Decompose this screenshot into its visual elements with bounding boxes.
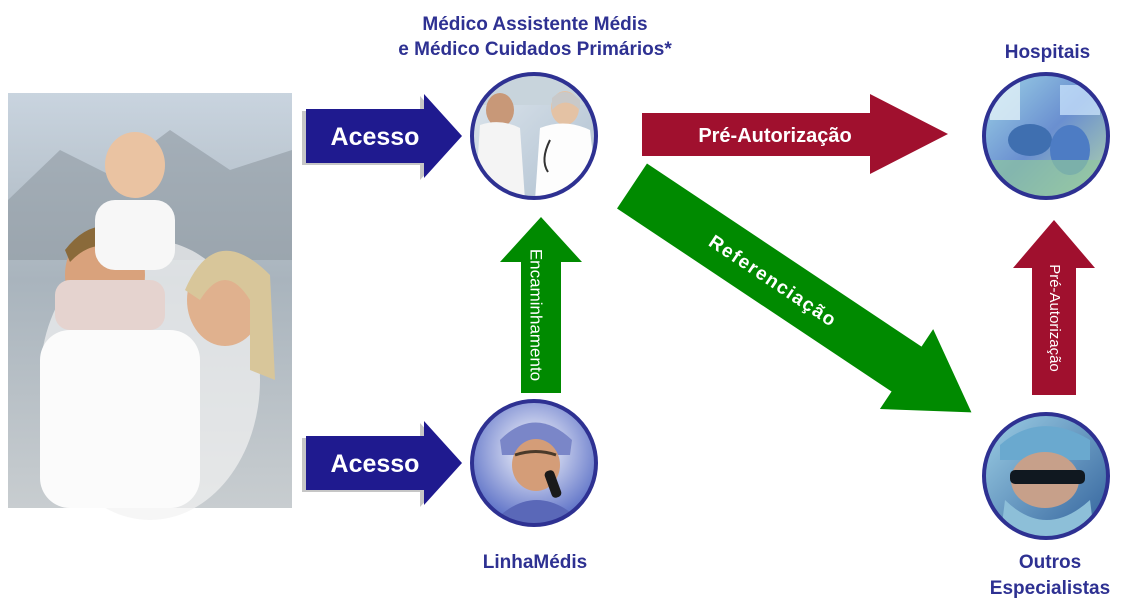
family-photo-icon [8,93,292,520]
hospitais-title: Hospitais [1004,42,1091,63]
referenciacao-arrow: Referenciação [617,163,972,413]
surgeon-photo-icon [982,412,1110,540]
linha-title: LinhaMédis [482,552,588,573]
nurse-phone-photo-icon [470,399,598,527]
hospital-surgery-photo-icon [982,72,1110,200]
acesso-bottom-label: Acesso [331,450,420,478]
acesso-bottom-arrow: Acesso [302,421,462,507]
encaminhamento-arrow: Encaminhamento [500,217,582,393]
pre-autorizacao-top-label: Pré-Autorização [698,125,851,147]
medico-title-line1: Médico Assistente Médis [422,14,648,35]
pre-autorizacao-top-arrow: Pré-Autorização [642,94,948,174]
encaminhamento-label: Encaminhamento [527,249,546,381]
pre-autorizacao-right-label: Pré-Autorização [1046,264,1063,372]
medico-title: Médico Assistente Médis e Médico Cuidado… [330,12,740,62]
acesso-top-arrow: Acesso [302,94,462,180]
especialistas-title-line1: Outros [1018,552,1082,573]
medico-title-line2: e Médico Cuidados Primários* [398,39,672,60]
doctor-consultation-photo-icon [470,72,598,200]
especialistas-title: Outros Especialistas [970,550,1130,602]
especialistas-title-line2: Especialistas [989,578,1111,599]
pre-autorizacao-right-arrow: Pré-Autorização [1013,220,1095,395]
acesso-top-label: Acesso [331,123,420,151]
